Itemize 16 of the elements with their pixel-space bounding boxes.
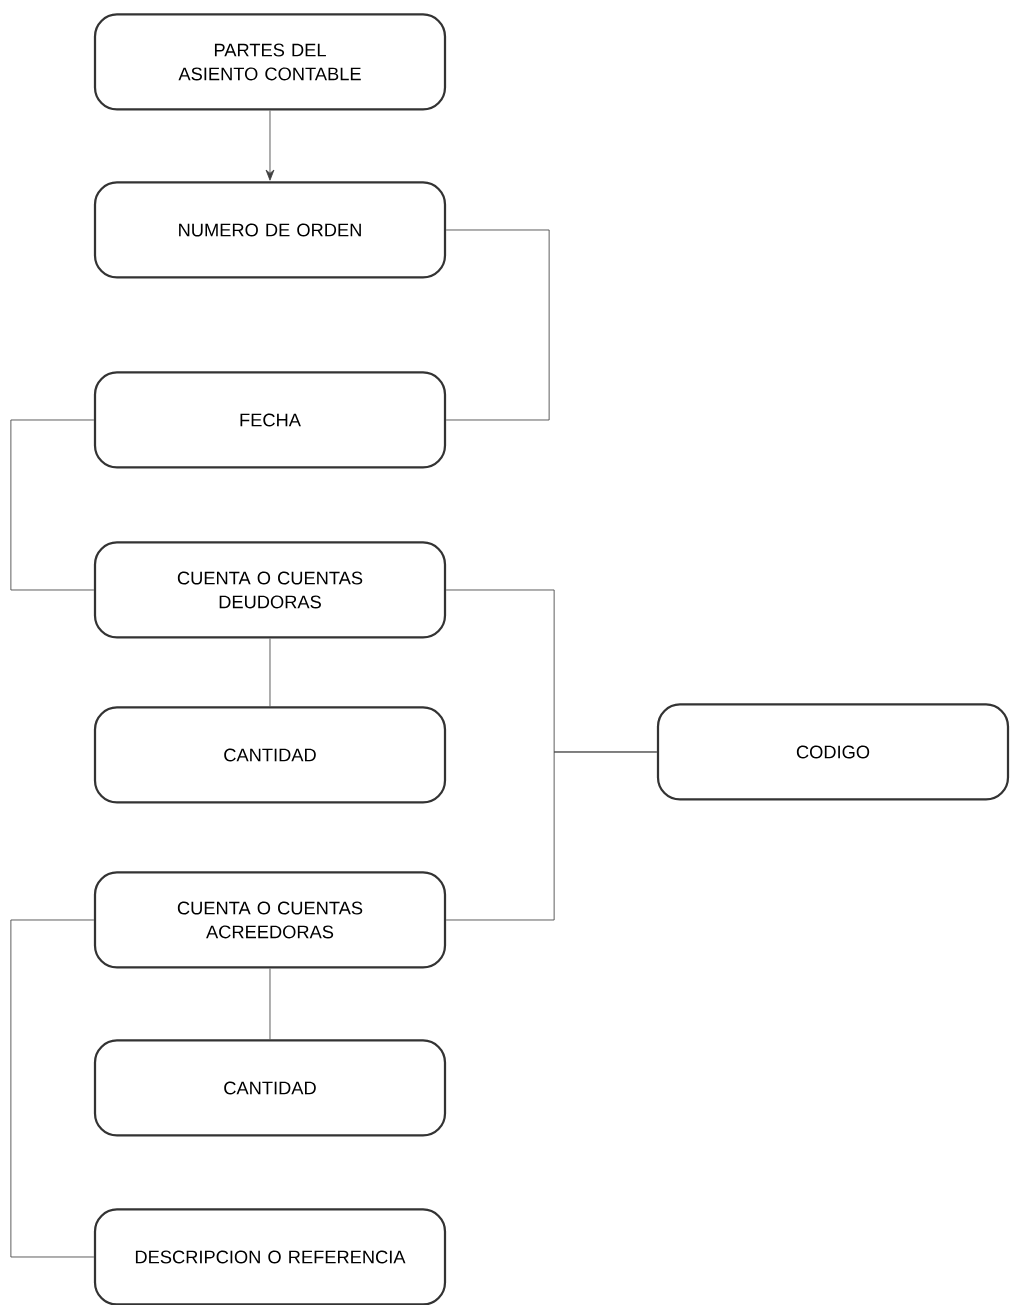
connector-line xyxy=(445,229,550,421)
terminal-box: CUENTA O CUENTAS DEUDORAS xyxy=(93,541,447,639)
connector-line xyxy=(10,419,95,591)
terminal-box: PARTES DEL ASIENTO CONTABLE xyxy=(93,13,447,111)
connector-line xyxy=(445,751,658,921)
terminal-box: CODIGO xyxy=(656,703,1010,801)
terminal-box: CANTIDAD xyxy=(93,706,447,804)
terminal-box: NUMERO DE ORDEN xyxy=(93,181,447,279)
terminal-box: CANTIDAD xyxy=(93,1039,447,1137)
terminal-box: DESCRIPCION O REFERENCIA xyxy=(93,1208,447,1305)
terminal-box: CUENTA O CUENTAS ACREEDORAS xyxy=(93,871,447,969)
connector-line xyxy=(269,968,271,1040)
connector-line xyxy=(10,919,95,1258)
arrow xyxy=(265,110,275,181)
terminal-box: FECHA xyxy=(93,371,447,469)
connector-line xyxy=(269,638,271,707)
